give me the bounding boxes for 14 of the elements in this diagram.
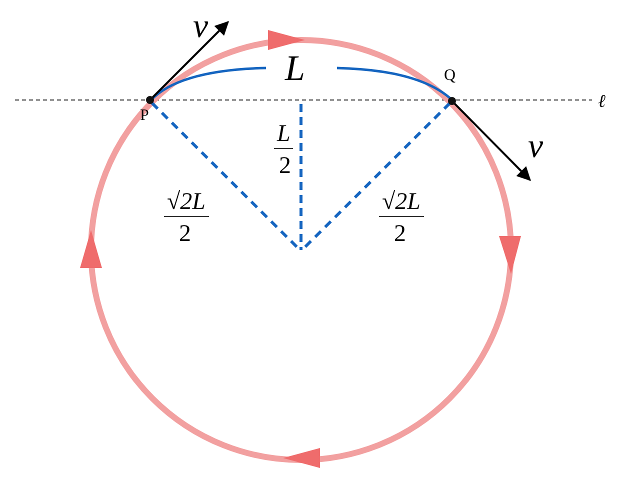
length-label: √2L — [379, 190, 424, 217]
line-label: ℓ — [598, 92, 606, 110]
point-marker — [448, 97, 456, 105]
point-label: P — [140, 108, 149, 124]
velocity-label: v — [193, 10, 208, 44]
length-label: √2L — [164, 190, 209, 217]
velocity-label: v — [528, 130, 544, 164]
length-label: 2 — [279, 154, 291, 178]
point-marker — [146, 96, 154, 104]
length-label: L — [274, 122, 294, 149]
length-label: 2 — [394, 222, 406, 246]
point-label: Q — [444, 68, 456, 84]
length-label: 2 — [179, 222, 191, 246]
length-label: L — [285, 50, 306, 86]
